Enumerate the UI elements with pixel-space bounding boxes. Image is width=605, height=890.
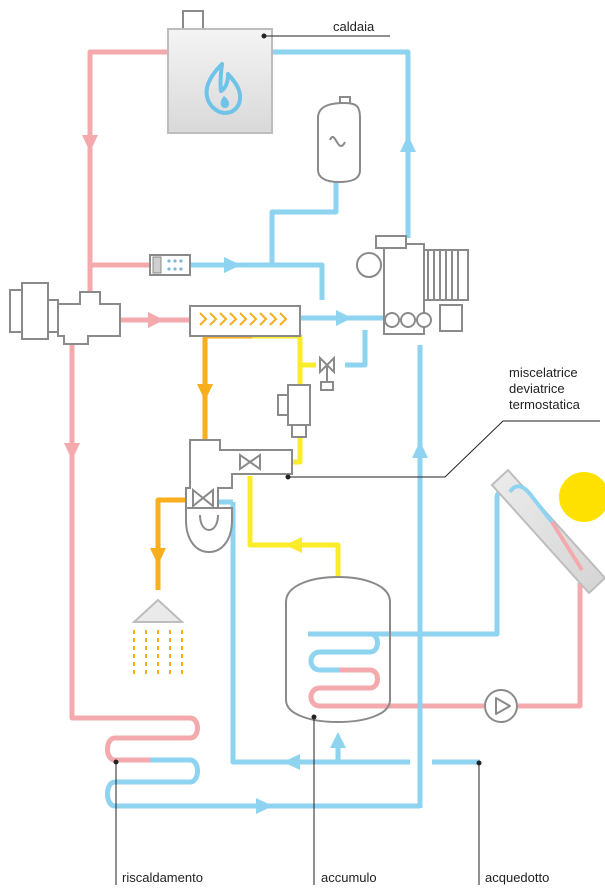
shower	[131, 598, 185, 676]
mixer-bowl-inner	[199, 514, 219, 531]
yellow-pipe-right	[252, 333, 316, 368]
boiler-body	[167, 28, 273, 134]
group-top	[375, 235, 407, 249]
label-heating: riscaldamento	[122, 870, 203, 885]
manifold-gauge	[21, 282, 49, 340]
cold-pipe-tank-to-solar	[372, 487, 517, 637]
heat-exchanger-body	[189, 305, 301, 337]
mixing-valve-symbol-2	[192, 487, 214, 509]
arrow-orange-down-2	[150, 548, 166, 565]
storage-tank-body	[285, 575, 391, 724]
solar-pump-body	[484, 689, 518, 723]
shower-head	[131, 598, 185, 623]
solar-panel-tube-hot	[550, 520, 584, 572]
arrow-cold-right-3	[256, 798, 273, 814]
expansion-vessel-body	[317, 101, 361, 184]
label-boiler: caldaia	[333, 19, 375, 34]
heat-exchanger	[189, 305, 301, 337]
arrow-cold-right-2	[336, 310, 352, 326]
solar-panel-tube-cold	[508, 484, 554, 524]
label-valve-line2: deviatrice	[509, 381, 565, 396]
dosing-filter	[149, 254, 191, 276]
valve-cold	[319, 355, 335, 391]
cold-pipe-filter-out	[190, 262, 325, 300]
flow-arrows	[64, 135, 428, 814]
arrow-hot-down-1	[82, 135, 98, 152]
arrow-cold-right-1	[224, 257, 241, 273]
hot-pipe-main-left	[87, 49, 168, 300]
solar-panel	[490, 468, 605, 595]
flame-icon-inner	[220, 96, 229, 108]
cold-pipe-boiler-right	[272, 49, 411, 238]
expansion-vessel	[317, 96, 361, 184]
group-right	[439, 304, 463, 332]
hot-pipes	[69, 49, 583, 763]
orange-pipe-to-shower	[155, 497, 185, 590]
arrow-orange-down-1	[197, 384, 213, 401]
mixing-valve	[185, 439, 293, 554]
mixing-valve-symbol-1	[239, 453, 261, 471]
hot-pipe-solar	[518, 583, 583, 709]
play-icon	[495, 697, 511, 715]
solar-pump	[484, 689, 518, 723]
arrow-hot-down-2	[64, 443, 80, 460]
boiler	[167, 10, 273, 134]
sun-icon	[559, 472, 605, 522]
storage-tank	[285, 575, 391, 724]
manifold-gauge-face	[9, 289, 23, 333]
cold-pipe-expansion	[269, 180, 339, 265]
label-valve-line3: termostatica	[509, 397, 580, 412]
arrow-cold-left	[283, 754, 300, 770]
label-water-supply: acquedotto	[485, 870, 550, 885]
label-valve-line1: miscelatrice	[509, 365, 578, 380]
arrow-cold-up-3	[330, 732, 346, 748]
leader-lines	[113, 33, 600, 885]
floor-coil-cold	[105, 757, 200, 809]
flame-icon	[204, 62, 243, 115]
yellow-pipe-tank	[247, 476, 341, 578]
manifold	[9, 282, 121, 345]
label-storage: accumulo	[321, 870, 377, 885]
label-valve: miscelatrice deviatrice termostatica	[509, 365, 601, 413]
arrow-cold-up-2	[412, 441, 428, 458]
group-gauge	[356, 252, 382, 278]
arrow-yellow-left	[285, 537, 302, 553]
filter-cap	[152, 256, 162, 274]
tank-coil-hot	[308, 667, 385, 709]
manifold-body	[57, 291, 121, 345]
group-motor-fins	[427, 250, 459, 300]
floor-coil-hot	[105, 715, 200, 763]
leader-valve	[288, 420, 600, 478]
thermostatic-cartridge	[277, 384, 311, 438]
shower-water	[133, 630, 183, 676]
cold-pipe-to-valve	[345, 330, 368, 368]
expansion-vessel-membrane	[329, 136, 346, 147]
hydraulic-group	[356, 235, 469, 335]
boiler-flue	[182, 10, 204, 30]
hot-pipe-to-floor	[69, 342, 190, 721]
arrow-cold-up	[400, 135, 416, 152]
tank-coil-cold	[308, 631, 380, 673]
manifold-neck	[47, 299, 59, 333]
arrow-hot-right	[148, 312, 164, 328]
